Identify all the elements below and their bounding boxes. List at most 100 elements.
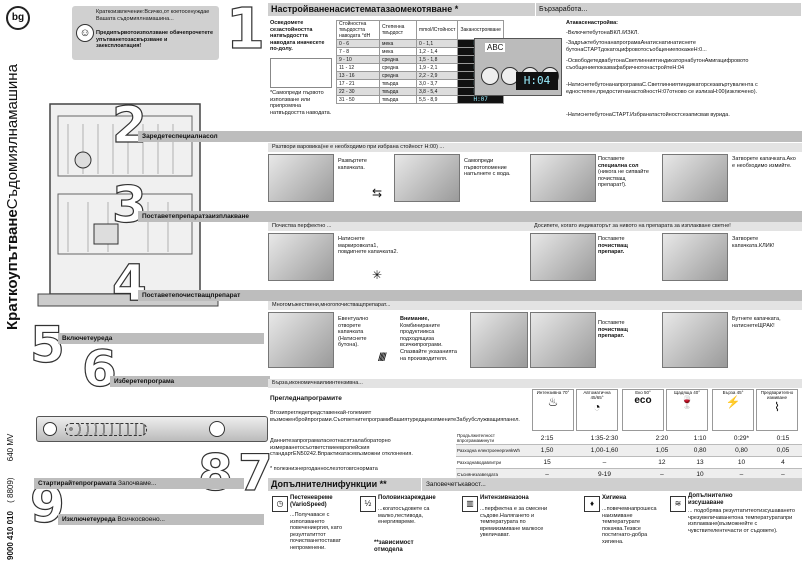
softening-step-4: -НатиснетебутонанапрограмаС.Светлиннияти… [566,82,758,95]
table-row: Съсиянезазвездата –9-19–10–– [456,468,802,481]
detergent-step1-picture [268,312,334,368]
detergent-step3-text: Поставете почистващ препарат. [598,320,628,340]
step3-label: Поставетепрепаратзаизплакване [142,213,250,220]
program-headers: Интензивна 70°♨ Автоматична 45/65°◔ Еко … [530,389,802,431]
program-intensive: Интензивна 70°♨ [532,389,574,431]
lang-badge: bg [6,6,30,30]
step8-rest: Започваме... [118,480,157,487]
step-number-3: 3 [111,176,147,234]
start-button[interactable] [209,421,225,437]
step9-label: Изключетеуреда [62,516,116,523]
step8-label: Стартирайтепрограмата [38,480,117,487]
programs-overview-title: Прегледнапрограмите [270,395,342,402]
hardness-col-level: Степенна твърдост [379,20,417,40]
detergent-step1-text: Евентуално отворете капачката (Натиснете… [338,316,369,349]
softening-step-2: -ЗадръжтебутонанапрограмаАнатиснатинатис… [566,40,707,53]
step4-bar: Поставетепочистващпрепарат [138,290,802,301]
extras-footnote: **зависимост отмодела [374,540,414,553]
program-quick: Бърза 45°⚡ [712,389,754,431]
section1-header: Настройваненасистематазаомекотяване * [268,3,535,16]
hardness-col-setting: Заканострояване [457,20,504,40]
step-number-2: 2 [111,96,147,154]
extras-header: Допълнителнифункции ** [268,478,421,491]
program-prerinse: Предварително измиване⌇ [756,389,798,431]
intensive-zone-icon: ▥ [462,496,478,512]
rinse-step3-text: Затворете капачката.КЛИК! [732,236,775,249]
rinse-sub-left: Почиства перфектно ... [272,223,332,229]
rinse-step3-picture [662,233,728,281]
salt-step4-picture [662,154,728,202]
programs-lab-text: Даннитезапрограматасеотнасятзалабораторн… [270,438,413,458]
salt-step1-picture [268,154,334,202]
side-title-bold: Краткоупътване [4,209,21,330]
settings-display: H:04 [516,72,558,90]
programs-overview-text: Втозипрегледепредставенкай-големият възм… [270,410,520,423]
intro-text: Краткоизвлечение:Всичко,от коетосенуждае… [96,9,210,22]
step5-label: Включетеуреда [62,335,113,342]
step9-rest: Всичкосвоено... [117,516,165,523]
extra-hygiene-text: ...повечемнапрошеса наизмиване температу… [602,506,657,545]
button-a[interactable] [481,67,499,85]
extra-halfload-text: ...когатосъдовете са малко,пестивода, ен… [378,506,430,526]
salt-step4-text: Затворете капачката.Ако е необходимо изм… [732,156,796,169]
hardness-col-dh: Стойностна твърдостта наводата °dH [336,20,380,40]
salt-step3-picture [530,154,596,202]
programs-subbar: Бърза,икономичнаилиинтензивна... [268,379,802,388]
step2-bar: Заредетеспециалнасол [138,131,802,142]
dishwasher-rack-icon: ///// [378,350,387,364]
detergent-warning: Внимание, Комбинираните продуктиикса под… [400,316,457,362]
rinse-subbar: Почиства перфектно ... Досипете, когато … [268,222,802,231]
control-panel [36,416,268,442]
program-gentle: Щадяща 40°🍷 [666,389,708,431]
step2-label: Заредетеспециалнасол [142,133,218,140]
exchange-arrows-icon: ⇆ [372,186,383,200]
side-title-rest: Съдомиялнамашина [4,64,21,210]
clock-icon: ◷ [272,496,288,512]
salt-step2-picture [394,154,460,202]
rinse-step1-text: Натиснете маркировката1, повдигнете капа… [338,236,399,256]
abc-label: ABC [485,43,506,52]
intro-bold-text: Предипървотоизползване обачепрочетете уп… [96,30,214,50]
softening-step-3: -ОсвободетедвабутонаСветлинниятиндикатор… [566,58,749,71]
smiley-icon: ☺ [76,24,94,42]
step-number-5: 5 [29,316,65,374]
extra-hygiene-name: Хигиена [602,495,627,501]
side-title: КраткоупътванеСъдомиялнамашина [4,10,21,330]
power-button[interactable] [43,422,57,436]
program-buttons[interactable] [65,423,147,436]
step-number-8: 8 [197,444,233,502]
half-load-icon: ½ [360,496,376,512]
step-number-7: 7 [237,444,273,502]
extra-dry-icon: ≋ [670,496,686,512]
softening-intro: Осведомете сезастойността натвърдостта н… [270,20,325,53]
extra-intensive-name: Интензивназона [480,495,529,501]
rinse-step1-picture [268,233,334,281]
extra-dry-text: ... подобрява резултатитеотизсушаването … [688,508,795,534]
extra-variospeed-text: ...Получавасе с използването повечениерг… [290,512,343,551]
salt-step1-text: Развъртете капачката. [338,158,367,171]
salt-subbar: Разтвори варовика(не е необходимо при из… [268,143,802,152]
detergent-subbar: Многомъжествени,многопочистващпрепарат..… [268,301,802,310]
step9-bar: Изключетеуреда Всичкосвоено... [58,514,264,525]
extra-variospeed-name: Пестеневреме (VarioSpeed) [290,495,333,508]
salt-step3-text: Поставете специална сол (никога не сипва… [598,156,649,189]
extra-intensive-text: ...перфектна е за смесени съдове.Наляган… [480,506,548,539]
extra-dry-name: Допълнително изсушаване [688,493,733,506]
hardness-col-mmol: mmol/lСтойност [415,20,459,40]
program-eco: Еко 50°eco [622,389,664,431]
rinse-sub-right: Досипете, когато индикаторът за нивото н… [534,223,731,229]
step8-bar: Стартирайтепрограмата Започваме... [34,478,244,489]
detergent-step4-picture [662,312,728,368]
softening-right-title: Атакасенастройва: [566,20,619,26]
step6-bar: Изберетепрограма [110,376,270,387]
step5-bar: Включетеуреда [58,333,264,344]
product-code-small: ( 8809) [6,477,15,503]
intro-box: ☺ Краткоизвлечение:Всичко,от коетосенужд… [72,6,219,60]
rinse-step2-text: Поставете почистващ препарат. [598,236,628,256]
hygiene-icon: ♦ [584,496,600,512]
detergent-step3-picture [470,312,528,368]
